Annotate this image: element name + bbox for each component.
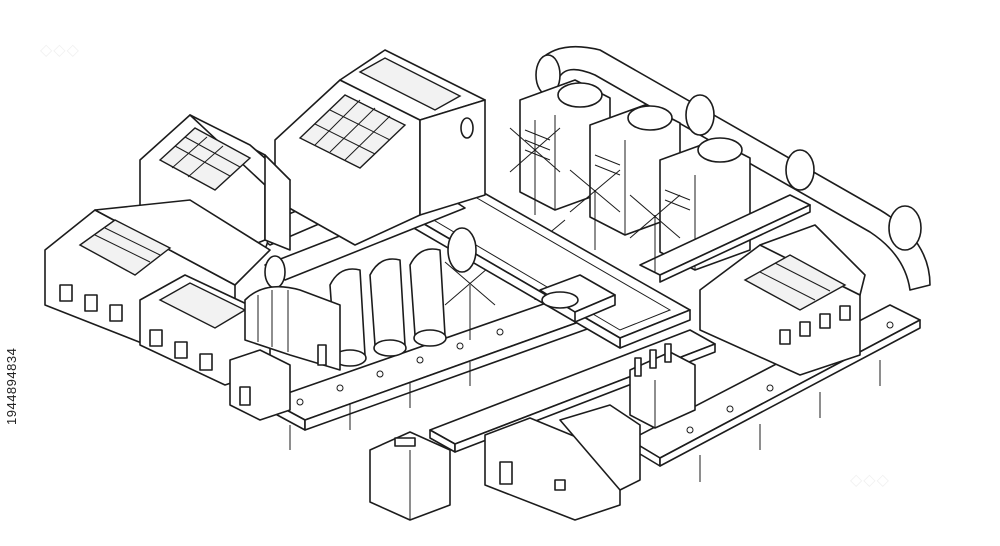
processing-unit-back — [519, 79, 751, 271]
conveyor-belt-front — [267, 299, 591, 450]
control-unit — [629, 343, 696, 429]
pipe-arch-right — [535, 45, 931, 291]
solar-panel-icon — [358, 57, 462, 111]
building-small-front — [369, 404, 641, 521]
building-solar-right — [699, 224, 866, 376]
building-solar-top — [274, 49, 486, 246]
building-solar-left-back — [139, 114, 291, 261]
machine-center — [539, 274, 616, 323]
conveyor-belt-back — [639, 194, 811, 283]
stock-id: 1944894834 — [4, 347, 19, 425]
building-solar-front — [139, 274, 291, 421]
hangar — [244, 285, 341, 371]
solar-panel-icon — [298, 94, 407, 169]
